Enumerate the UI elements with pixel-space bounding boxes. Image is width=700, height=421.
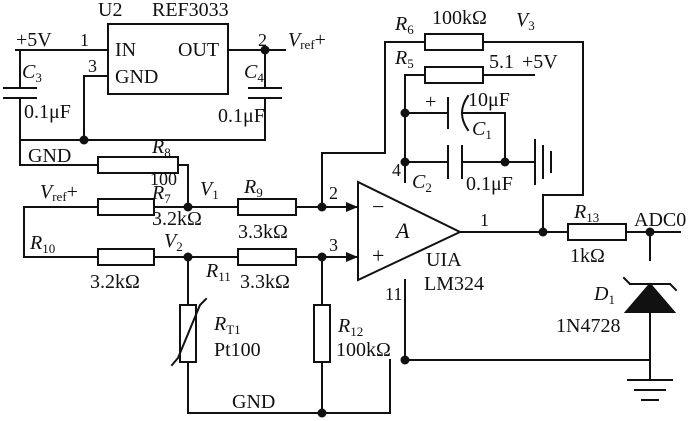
rt1-thermistor [170,297,208,367]
plus5v-right-label: +5V [522,51,558,73]
c1-label: C1 [472,118,492,142]
opamp-pin2: 2 [329,183,338,203]
c3-label: C3 [22,61,42,85]
r10-label: R10 [29,232,55,256]
r13-resistor [567,223,627,241]
u2-part: REF3033 [152,0,229,21]
node-v2-label: V2 [164,230,183,254]
r8-label: R8 [151,136,171,160]
u2-pin-in: IN [115,39,136,61]
u2-pin3: 3 [88,56,97,76]
node-v3-label: V3 [516,9,535,33]
d1-label: D1 [593,283,615,307]
plus5v-label: +5V [16,29,52,51]
r6-label: R6 [394,13,414,37]
u2-pin-out: OUT [178,39,219,61]
opamp-pin4: 4 [392,160,401,180]
ground-symbol-right [534,139,552,185]
opamp-pin1: 1 [480,210,489,230]
r6-resistor [424,33,484,51]
r6-value: 100kΩ [432,7,487,29]
ground-symbol-bottom [627,371,673,401]
opamp-plus: + [372,243,384,268]
adc0-label: ADC0 [634,209,686,231]
r10-value: 3.2kΩ [90,271,140,293]
c1-polarity: + [425,91,436,113]
r8-value: 100 [150,169,177,189]
opamp-pin11: 11 [385,284,402,304]
r12-label: R12 [337,315,363,339]
r5-resistor [424,66,484,84]
r11-resistor [237,248,297,266]
c2-capacitor [447,145,463,179]
rt1-value: Pt100 [214,339,261,361]
opamp-pin3: 3 [329,235,338,255]
c4-label: C4 [244,61,264,85]
u2-pin-gnd: GND [115,66,158,88]
lm324-opamp [357,180,463,282]
r12-resistor [313,304,331,363]
r9-label: R9 [243,176,263,200]
c3-capacitor [3,87,37,99]
u2-pin2: 2 [258,30,267,50]
r7-value: 3.2kΩ [152,208,202,230]
opamp-minus: − [372,194,384,219]
r10-resistor [97,248,155,266]
r11-value: 3.3kΩ [240,271,290,293]
input-arrows [346,202,358,262]
r7-resistor [97,198,155,216]
c3-value: 0.1μF [24,101,71,123]
d1-part: 1N4728 [556,315,620,337]
r13-value: 1kΩ [570,245,605,267]
c4-capacitor [248,87,282,99]
c2-label: C2 [412,171,432,195]
c1-value: 10μF [468,89,510,111]
c1-electrolytic-capacitor [447,94,470,132]
vref-in-symbol: Vref+ [40,181,78,204]
d1-zener-diode [622,276,678,313]
junction-dots [79,45,655,418]
gnd-bottom-label: GND [232,391,275,413]
r11-label: R11 [205,260,231,284]
r5-value: 5.1 [489,51,514,73]
gnd-left-label: GND [28,145,71,167]
ref3033-ic [107,23,229,95]
r9-resistor [237,198,297,216]
r7-label: R7 [151,182,171,206]
r9-value: 3.3kΩ [238,221,288,243]
rt1-label: RT1 [213,313,241,337]
vref-out-symbol: Vref+ [288,29,326,52]
r12-value: 100kΩ [336,339,391,361]
wires [15,41,681,414]
opamp-part: LM324 [424,273,484,295]
opamp-ref: UIA [426,249,462,271]
u2-pin1: 1 [80,30,89,50]
r13-label: R13 [573,201,599,225]
r8-resistor [97,156,179,174]
node-v1-label: V1 [200,178,219,202]
u2-name: U2 [98,0,122,21]
c2-value: 0.1μF [466,173,513,195]
opamp-name: A [394,218,410,243]
r5-label: R5 [394,47,414,71]
c4-value: 0.1μF [218,105,265,127]
